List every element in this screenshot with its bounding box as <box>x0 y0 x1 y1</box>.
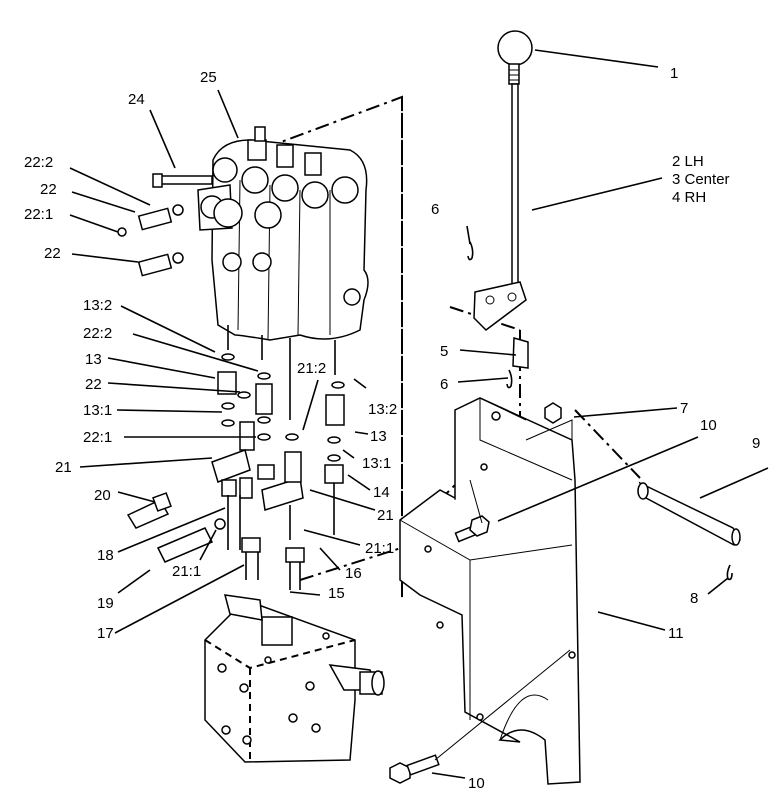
clevis-pin <box>637 481 741 546</box>
callout-13-2-left: 13:2 <box>83 297 112 314</box>
mounting-bracket <box>399 397 581 785</box>
leader-lines <box>69 49 769 779</box>
callout-10-lower: 10 <box>468 775 485 792</box>
hex-nut <box>544 402 562 424</box>
manifold-block <box>204 594 385 763</box>
callout-3: 3 Center <box>672 171 730 188</box>
callout-7: 7 <box>680 400 688 417</box>
callout-21-1-right: 21:1 <box>365 540 394 557</box>
callout-13-1-right: 13:1 <box>362 455 391 472</box>
callout-22-upper: 22 <box>40 181 57 198</box>
control-lever <box>473 30 533 369</box>
lever-rod <box>511 83 519 290</box>
callout-24: 24 <box>128 91 145 108</box>
cotter-pin-lower <box>506 369 513 389</box>
callout-18: 18 <box>97 547 114 564</box>
fitting-stack <box>126 325 345 590</box>
callout-13-right: 13 <box>370 428 387 445</box>
lever-link-5 <box>512 337 529 369</box>
callout-13-left: 13 <box>85 351 102 368</box>
callout-22-1-upper: 22:1 <box>24 206 53 223</box>
callout-10-upper: 10 <box>700 417 717 434</box>
callout-13-2-right: 13:2 <box>368 401 397 418</box>
callout-17: 17 <box>97 625 114 642</box>
callout-22-1-lower: 22:1 <box>83 429 112 446</box>
callout-22-lower: 22 <box>85 376 102 393</box>
callout-1: 1 <box>670 65 678 82</box>
callout-4: 4 RH <box>672 189 706 206</box>
callout-5: 5 <box>440 343 448 360</box>
callout-9: 9 <box>752 435 760 452</box>
callout-21-2: 21:2 <box>297 360 326 377</box>
callout-25: 25 <box>200 69 217 86</box>
callout-21-left: 21 <box>55 459 72 476</box>
callout-22-2-upper: 22:2 <box>24 154 53 171</box>
callout-6-upper: 6 <box>431 201 439 218</box>
callout-19: 19 <box>97 595 114 612</box>
valve-fittings-left <box>117 204 184 277</box>
callout-13-1-left: 13:1 <box>83 402 112 419</box>
callout-6-lower: 6 <box>440 376 448 393</box>
lever-knob <box>497 30 533 66</box>
callout-2: 2 LH <box>672 153 704 170</box>
cotter-pin-upper <box>467 241 474 261</box>
bracket-bolt-upper <box>454 515 490 543</box>
callout-16: 16 <box>345 565 362 582</box>
lever-bracket <box>473 281 527 331</box>
cotter-pin-8 <box>726 564 733 581</box>
callout-14: 14 <box>373 484 390 501</box>
bracket-bolt-lower <box>389 754 440 784</box>
manifold-plug <box>261 616 293 646</box>
callout-20: 20 <box>94 487 111 504</box>
callout-15: 15 <box>328 585 345 602</box>
callout-22-mid: 22 <box>44 245 61 262</box>
callout-22-2-lower: 22:2 <box>83 325 112 342</box>
callout-11: 11 <box>668 625 684 642</box>
valve-bolt <box>152 173 213 188</box>
control-valve-body <box>197 126 369 341</box>
callout-21-right: 21 <box>377 507 394 524</box>
callout-21-1-left: 21:1 <box>172 563 201 580</box>
callout-labels: 1 2 LH 3 Center 4 RH 6 5 6 7 10 9 8 11 1… <box>24 65 760 792</box>
callout-8: 8 <box>690 590 698 607</box>
